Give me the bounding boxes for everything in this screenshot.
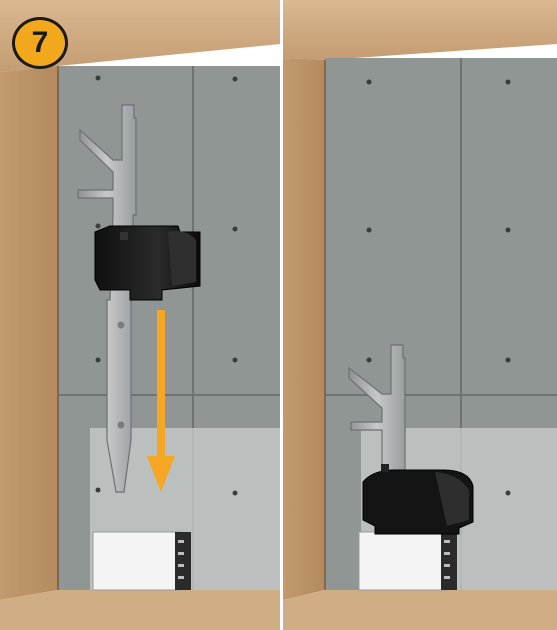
wood-frame-bottom [0,590,280,630]
panel-after [283,0,557,630]
frame-profile [359,532,457,590]
wood-frame-left [0,66,58,600]
wood-frame-bottom [283,590,557,630]
panel-before [0,0,280,630]
frame-profile [93,532,191,590]
wood-frame-left [283,58,325,600]
black-clip [363,464,473,534]
step-number-badge: 7 [12,17,68,69]
wood-frame-top [283,0,557,60]
